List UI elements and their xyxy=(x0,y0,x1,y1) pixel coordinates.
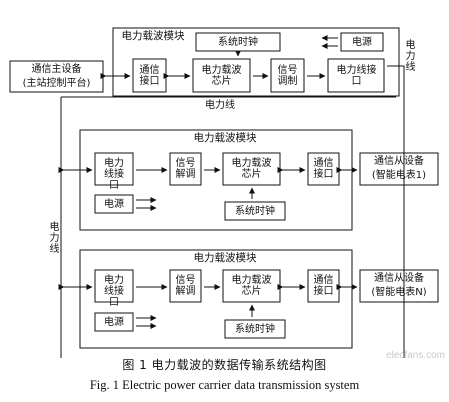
watermark: elecfans.com xyxy=(386,350,445,361)
power-line-label-middle: 电力线 xyxy=(205,100,235,111)
slave1-device-label: 通信从设备 xyxy=(374,156,424,167)
master-power-box xyxy=(340,32,384,52)
power-line-label-left: 电力线 xyxy=(49,222,60,255)
slave2-device-box xyxy=(359,269,439,303)
master-device-sub: (主站控制平台) xyxy=(22,78,91,89)
slave2-demod-label: 信号解调 xyxy=(175,275,196,297)
slave2-module-title: 电力载波模块 xyxy=(193,252,257,264)
slave1-power-box xyxy=(94,194,134,214)
master-plif-label: 电力线接口 xyxy=(336,65,377,87)
slave2-device-sub: (智能电表N) xyxy=(371,287,427,298)
slave1-clock-box xyxy=(224,201,286,221)
slave2-demod-box xyxy=(169,269,202,303)
slave1-module-box xyxy=(79,129,353,231)
slave2-comm-label: 通信接口 xyxy=(313,275,334,297)
slave1-comm-label: 通信接口 xyxy=(313,158,334,180)
master-chip-label: 电力载波芯片 xyxy=(201,65,242,87)
slave2-chip-label: 电力载波芯片 xyxy=(231,275,272,297)
caption-english: Fig. 1 Electric power carrier data trans… xyxy=(89,378,360,392)
slave2-module-box xyxy=(79,249,353,349)
slave2-power-box xyxy=(94,312,134,332)
slave1-clock-label: 系统时钟 xyxy=(235,206,275,217)
slave2-power-label: 电源 xyxy=(104,317,124,328)
slave1-demod-label: 信号解调 xyxy=(175,158,196,180)
slave2-clock-label: 系统时钟 xyxy=(235,324,275,335)
power-line-label-right: 电力线 xyxy=(405,40,416,73)
power-line-right xyxy=(399,65,405,358)
slave1-demod-box xyxy=(169,152,202,186)
slave2-plif-label: 电力线接口 xyxy=(104,275,124,308)
slave1-device-box xyxy=(359,152,439,186)
master-mod-box xyxy=(270,58,305,93)
slave1-plif-box xyxy=(94,152,134,186)
slave1-plif-label: 电力线接口 xyxy=(104,158,124,191)
master-module-box xyxy=(112,27,400,97)
caption-chinese: 图 1 电力载波的数据传输系统结构图 xyxy=(122,358,327,372)
master-comm-label: 通信接口 xyxy=(139,65,160,87)
slave1-power-label: 电源 xyxy=(104,199,124,210)
slave1-chip-label: 电力载波芯片 xyxy=(231,158,272,180)
master-power-label: 电源 xyxy=(352,37,372,48)
slave2-device-label: 通信从设备 xyxy=(374,273,424,284)
master-device-label: 通信主设备 xyxy=(31,64,82,75)
master-clock-label: 系统时钟 xyxy=(218,37,258,48)
slave1-module-title: 电力载波模块 xyxy=(193,132,257,144)
master-mod-label: 信号调制 xyxy=(277,65,298,87)
slave2-plif-box xyxy=(94,269,134,303)
master-plif-box xyxy=(327,58,385,93)
slave1-device-sub: (智能电表1) xyxy=(371,170,427,181)
slave2-clock-box xyxy=(224,319,286,339)
master-chip-box xyxy=(192,58,251,93)
master-module-title: 电力载波模块 xyxy=(121,30,185,42)
